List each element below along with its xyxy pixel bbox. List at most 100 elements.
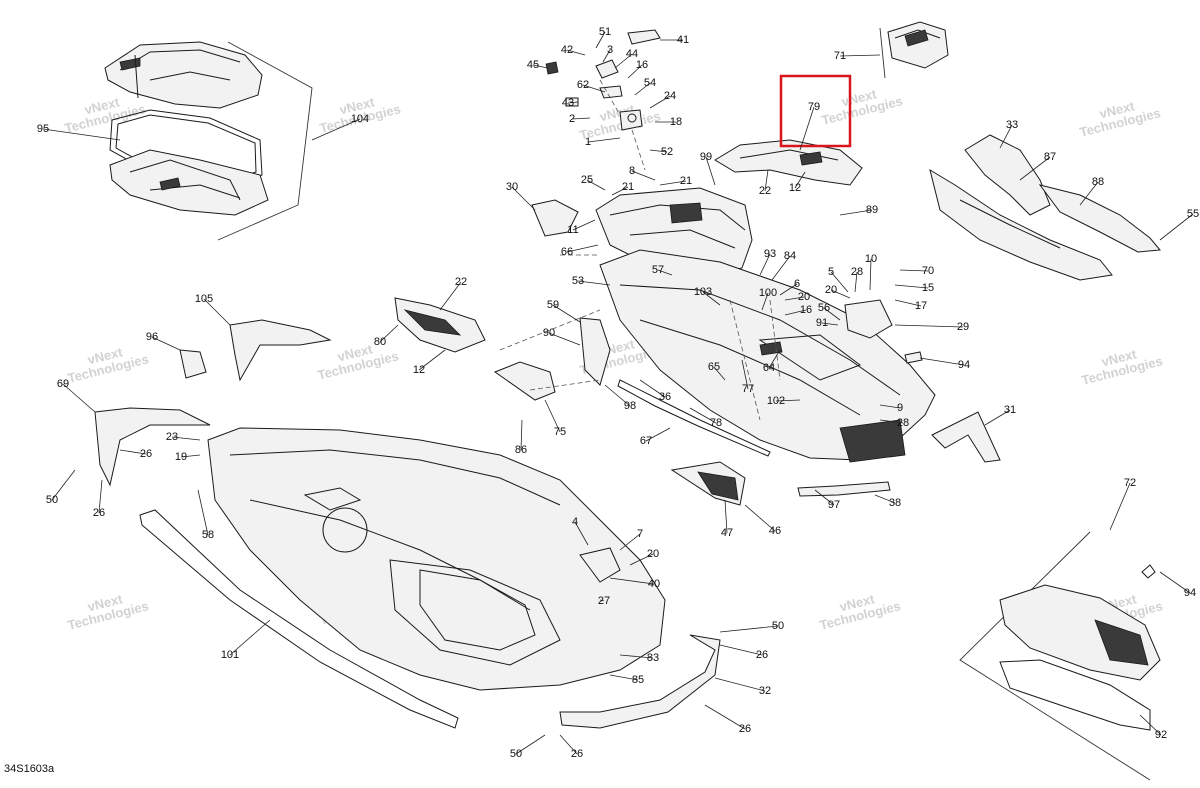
leader-line-96	[151, 336, 181, 351]
leader-line-62	[582, 84, 606, 93]
callout-72: 72	[1124, 477, 1136, 489]
callout-102: 102	[767, 395, 785, 407]
callout-42: 42	[561, 44, 573, 56]
callout-99: 99	[700, 151, 712, 163]
leader-line-90	[548, 332, 581, 346]
callout-28: 28	[851, 266, 863, 278]
leader-lines	[42, 31, 1194, 755]
leader-line-24	[649, 95, 671, 109]
callout-27: 27	[598, 595, 610, 607]
callout-105: 105	[195, 293, 213, 305]
callout-47: 47	[721, 527, 733, 539]
callout-21: 21	[680, 175, 692, 187]
leader-line-11	[572, 219, 596, 231]
leader-line-20	[830, 289, 851, 299]
leader-line-103	[702, 291, 721, 306]
leader-line-9	[879, 404, 901, 409]
callout-3: 3	[607, 44, 613, 56]
hardware-cluster	[545, 29, 661, 171]
leader-line-45	[532, 64, 549, 69]
callout-58: 58	[202, 529, 214, 541]
callout-100: 100	[759, 287, 777, 299]
callout-53: 53	[572, 275, 584, 287]
callout-64: 64	[763, 362, 775, 374]
leader-line-50	[719, 625, 779, 633]
leader-line-75	[544, 399, 561, 433]
callout-44: 44	[626, 48, 638, 60]
leader-line-16	[784, 309, 807, 316]
small-right-parts	[670, 351, 1001, 506]
callout-30: 30	[506, 181, 518, 193]
leader-line-86	[520, 419, 523, 451]
leader-line-67	[645, 427, 671, 442]
leader-line-100	[761, 292, 769, 311]
callout-31: 31	[1004, 404, 1016, 416]
leader-line-84	[771, 255, 791, 281]
callout-65: 65	[708, 361, 720, 373]
callout-88: 88	[1092, 176, 1104, 188]
inset-frame-bottom-right	[959, 531, 1151, 781]
leader-line-50	[51, 469, 76, 501]
callout-22: 22	[759, 185, 771, 197]
callout-11: 11	[567, 224, 578, 236]
callout-45: 45	[527, 59, 539, 71]
callout-26: 26	[739, 723, 751, 735]
leader-line-46	[744, 504, 776, 532]
leader-line-50	[515, 734, 546, 755]
callout-66: 66	[561, 246, 573, 258]
leader-line-28	[879, 419, 904, 424]
callout-1: 1	[585, 136, 591, 148]
callout-75: 75	[554, 426, 566, 438]
leader-line-36	[639, 379, 666, 398]
leader-line-44	[614, 53, 633, 69]
leader-line-21	[659, 180, 687, 186]
leader-line-52	[649, 149, 668, 153]
diagram-code: 34S1603a	[4, 763, 55, 775]
leader-line-42	[566, 49, 586, 56]
callout-90: 90	[543, 327, 555, 339]
leader-line-31	[984, 409, 1011, 426]
highlight-box	[779, 74, 852, 148]
leader-line-79	[799, 106, 815, 151]
leader-line-101	[229, 619, 271, 656]
leader-line-40	[609, 577, 655, 585]
leader-line-98	[604, 384, 631, 407]
callout-52: 52	[661, 146, 673, 158]
callout-20: 20	[647, 548, 659, 560]
leader-line-32	[714, 677, 766, 692]
callout-94: 94	[958, 359, 970, 371]
callout-50: 50	[510, 748, 522, 760]
leader-line-95	[42, 128, 121, 141]
callout-92: 92	[1155, 729, 1167, 741]
leader-line-10	[869, 258, 872, 291]
callout-20: 20	[798, 291, 810, 303]
leader-line-92	[1139, 714, 1162, 736]
inset-frame-top-left	[217, 41, 313, 241]
callout-26: 26	[93, 507, 105, 519]
callout-21: 21	[622, 181, 634, 193]
callout-57: 57	[652, 264, 664, 276]
callout-98: 98	[624, 400, 636, 412]
callout-9: 9	[897, 402, 903, 414]
callout-51: 51	[599, 26, 611, 38]
callout-80: 80	[374, 336, 386, 348]
leader-line-89	[839, 209, 873, 216]
leader-line-19	[180, 454, 201, 458]
callout-6: 6	[794, 278, 800, 290]
callout-4: 4	[572, 516, 578, 528]
leader-line-12	[418, 349, 446, 371]
leader-line-28	[854, 271, 858, 293]
leader-line-104	[311, 118, 361, 141]
callout-26: 26	[571, 748, 583, 760]
callout-79: 79	[808, 101, 820, 113]
callout-25: 25	[581, 174, 593, 186]
callout-77: 77	[742, 383, 754, 395]
leader-line-99	[705, 156, 716, 186]
leader-line-12	[794, 171, 806, 189]
